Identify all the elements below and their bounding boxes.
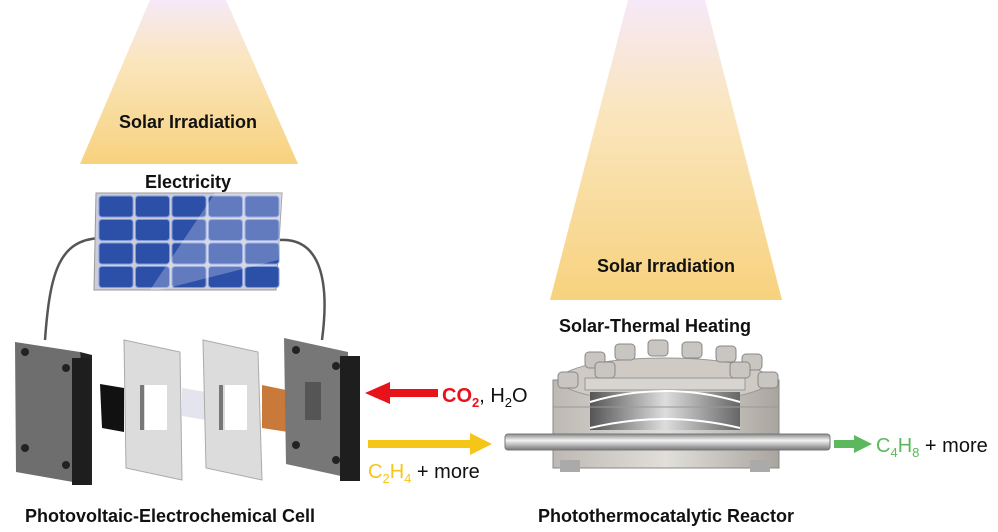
bolt xyxy=(614,343,636,361)
solar-cell xyxy=(135,219,170,241)
electrochemical-cell-icon xyxy=(15,338,360,485)
input-species-label: CO2, H2O xyxy=(442,385,528,410)
solar-cell xyxy=(98,219,134,241)
bolt xyxy=(757,371,779,389)
solar-cell xyxy=(171,195,207,218)
intermediate-species-label: C2H4 + more xyxy=(368,461,480,486)
solar-beam-right xyxy=(550,0,782,300)
solar-cell xyxy=(244,219,280,241)
wire-left xyxy=(43,236,101,341)
reactor-tube xyxy=(504,433,831,451)
reactor-caption: Photothermocatalytic Reactor xyxy=(538,506,794,526)
solar-irradiation-label-right: Solar Irradiation xyxy=(597,256,735,276)
solar-cell xyxy=(98,195,134,218)
solar-cell xyxy=(208,242,243,265)
solar-thermal-heating-label: Solar-Thermal Heating xyxy=(559,316,751,336)
bolt xyxy=(594,361,616,379)
solar-cell xyxy=(135,195,170,218)
solar-panel-icon xyxy=(93,192,283,291)
output-species-label: C4H8 + more xyxy=(876,435,988,460)
solar-cell xyxy=(244,266,280,288)
solar-cell xyxy=(135,266,170,288)
solar-beam-left xyxy=(80,0,298,164)
solar-cell xyxy=(171,219,207,241)
c2h4-transfer-arrow xyxy=(368,433,492,455)
solar-cell xyxy=(171,242,207,265)
reactor-icon xyxy=(552,339,780,472)
bolt xyxy=(647,339,669,357)
bolt xyxy=(557,371,579,389)
solar-cell xyxy=(208,195,243,218)
bolt xyxy=(681,341,703,359)
electricity-label: Electricity xyxy=(145,172,231,192)
c4h8-output-arrow xyxy=(834,435,872,453)
wire-right xyxy=(279,238,326,341)
co2-input-arrow xyxy=(365,382,438,404)
solar-cell xyxy=(208,266,243,288)
pv-ec-cell-caption: Photovoltaic-Electrochemical Cell xyxy=(25,506,315,526)
solar-cell xyxy=(98,242,134,265)
solar-cell xyxy=(244,242,280,265)
solar-cell xyxy=(208,219,243,241)
solar-irradiation-label-left: Solar Irradiation xyxy=(119,112,257,132)
solar-cell xyxy=(98,266,134,288)
bolt xyxy=(729,361,751,379)
solar-cell xyxy=(171,266,207,288)
solar-cell xyxy=(135,242,170,265)
solar-cell xyxy=(244,195,280,218)
bolt xyxy=(715,345,737,363)
